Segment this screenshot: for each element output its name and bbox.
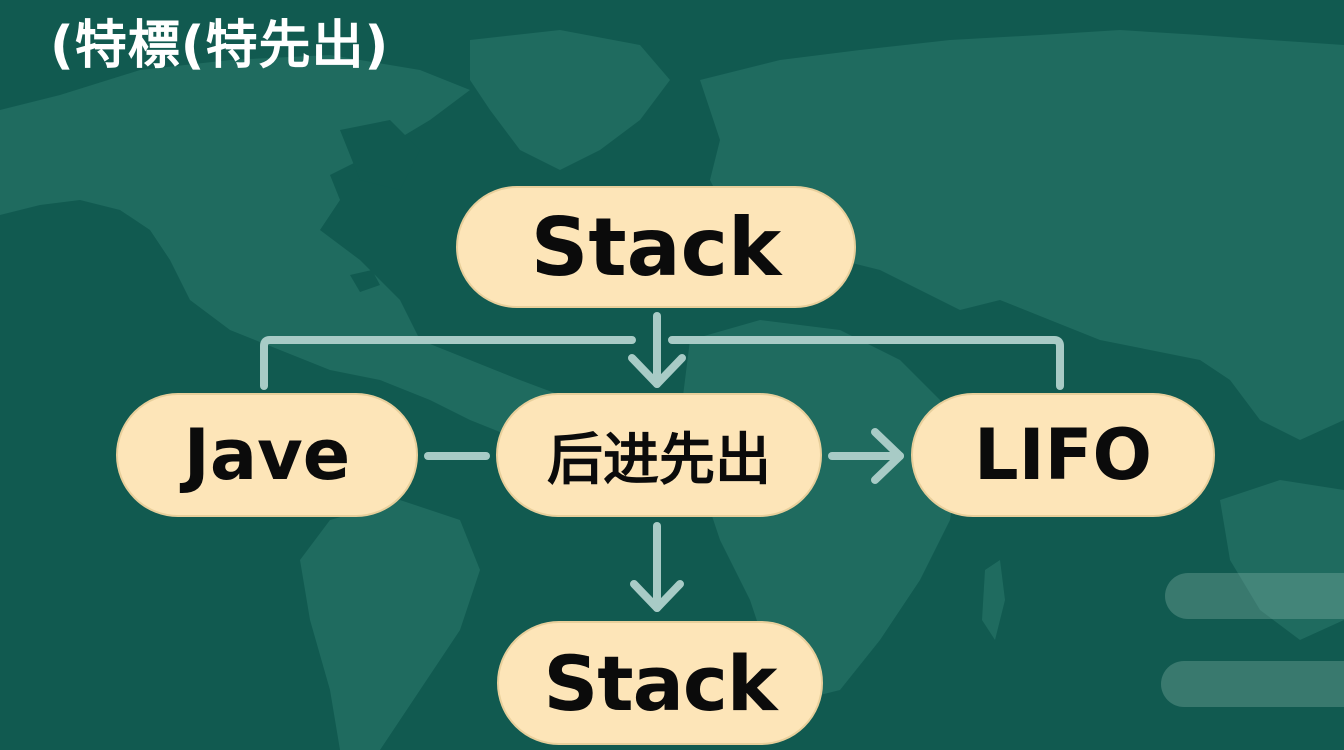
node-lifo-chinese: 后进先出: [496, 393, 822, 517]
greenland-shape: [470, 30, 670, 170]
decorative-bar-upper: [1165, 573, 1344, 619]
node-java: Jave: [116, 393, 418, 517]
page-title: (特標(特先出): [50, 16, 390, 76]
bracket-connector-left: [260, 336, 636, 390]
eurasia-shape: [700, 30, 1344, 440]
node-stack-bottom: Stack: [497, 621, 823, 745]
node-stack-top: Stack: [456, 186, 856, 308]
madagascar-shape: [982, 560, 1005, 640]
great-lakes-shape: [350, 270, 380, 292]
arrowhead-top-to-center-icon: [628, 354, 686, 388]
north-america-shape: [0, 55, 600, 470]
decorative-bar-lower: [1161, 661, 1344, 707]
south-america-shape: [300, 500, 480, 750]
hudson-bay-shape: [340, 120, 420, 190]
arrowhead-center-to-bottom-icon: [630, 580, 684, 612]
bracket-connector-right: [668, 336, 1064, 390]
node-lifo: LIFO: [911, 393, 1215, 517]
oceania-shape: [1220, 480, 1344, 640]
arrowhead-center-to-lifo-icon: [871, 428, 904, 484]
